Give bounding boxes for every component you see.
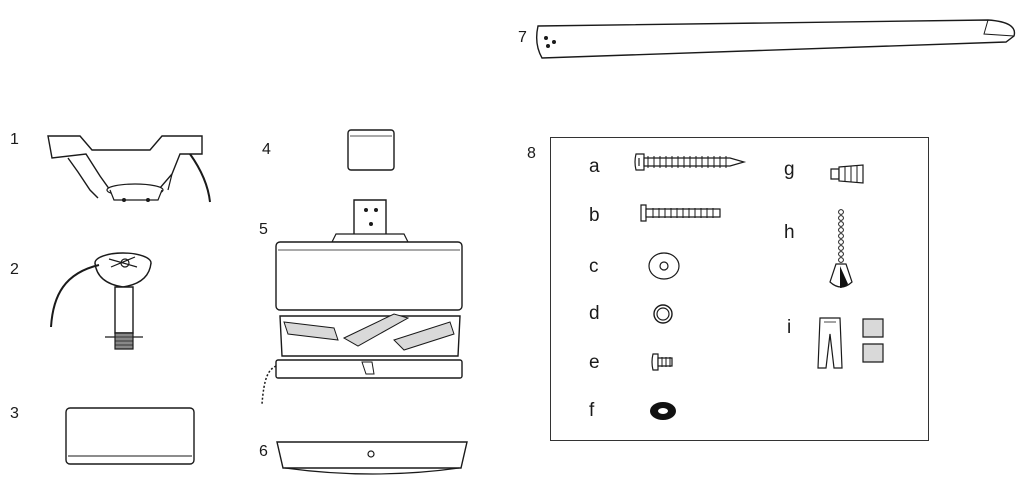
rubber-washer-icon bbox=[650, 402, 676, 420]
clip-and-pads-icon bbox=[816, 316, 900, 372]
part-number-1: 1 bbox=[10, 131, 19, 148]
pull-chain-icon bbox=[826, 208, 856, 288]
switch-housing-cap-icon bbox=[275, 438, 471, 482]
long-screw-icon bbox=[634, 150, 746, 174]
hardware-letter-g: g bbox=[784, 159, 795, 180]
blade-icon bbox=[532, 14, 1021, 66]
hardware-letter-c: c bbox=[589, 256, 599, 277]
short-screw-icon bbox=[651, 352, 675, 372]
lock-washer-icon bbox=[652, 303, 674, 325]
hardware-letter-h: h bbox=[784, 222, 795, 243]
part-number-3: 3 bbox=[10, 405, 19, 422]
coupling-cover-icon bbox=[346, 128, 396, 172]
part-number-2: 2 bbox=[10, 261, 19, 278]
hardware-letter-b: b bbox=[589, 205, 600, 226]
hardware-letter-f: f bbox=[589, 400, 595, 421]
hardware-kit-box bbox=[550, 137, 929, 441]
flat-washer-icon bbox=[647, 251, 681, 281]
hardware-letter-i: i bbox=[787, 317, 792, 338]
part-number-8: 8 bbox=[527, 145, 536, 162]
canopy-icon bbox=[64, 406, 198, 470]
wire-nut-icon bbox=[829, 163, 867, 185]
mounting-bracket-icon bbox=[40, 128, 220, 206]
hanger-ball-downrod-icon bbox=[45, 245, 165, 355]
part-number-7: 7 bbox=[518, 29, 527, 46]
part-number-6: 6 bbox=[259, 443, 268, 460]
motor-housing-icon bbox=[244, 198, 470, 410]
bolt-icon bbox=[639, 203, 723, 223]
hardware-letter-a: a bbox=[589, 156, 600, 177]
part-number-5: 5 bbox=[259, 221, 268, 238]
part-number-4: 4 bbox=[262, 141, 271, 158]
hardware-letter-d: d bbox=[589, 303, 600, 324]
hardware-letter-e: e bbox=[589, 352, 600, 373]
